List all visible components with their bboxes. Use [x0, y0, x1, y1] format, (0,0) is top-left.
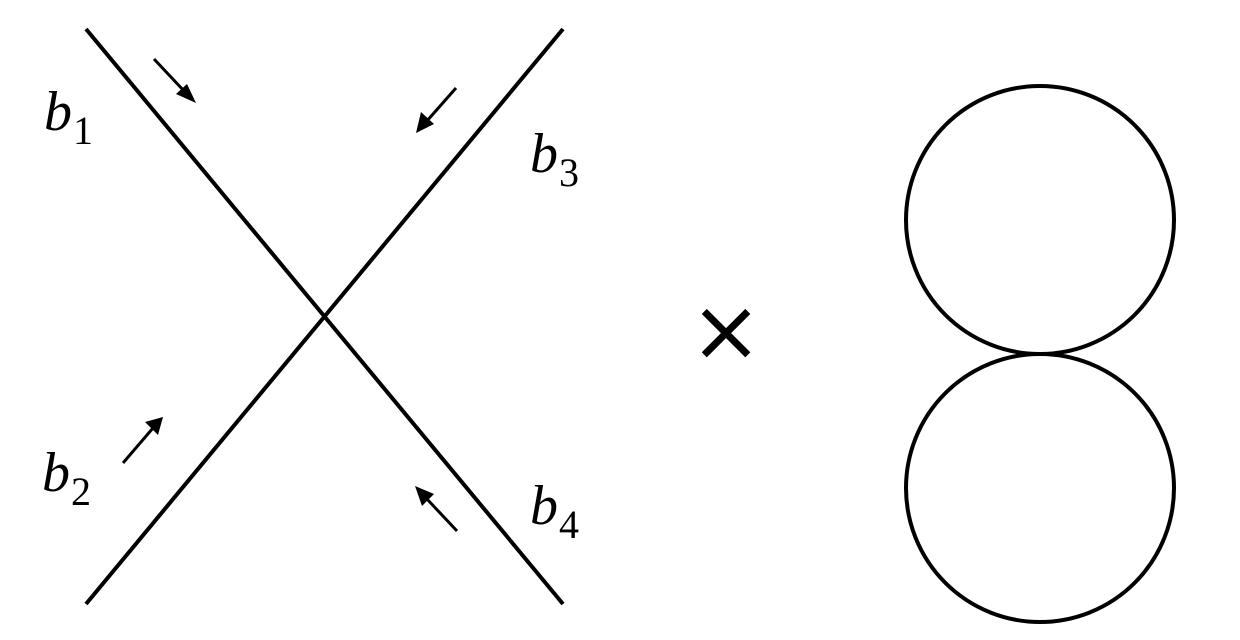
arrow-b4-icon [415, 486, 459, 533]
label-b2-var: b [42, 442, 70, 504]
lower-loop [904, 352, 1176, 624]
label-b1-sub: 1 [73, 108, 93, 153]
arrow-b2-icon [121, 417, 163, 464]
label-b4: b4 [530, 475, 579, 545]
label-b1: b1 [44, 81, 93, 151]
upper-loop [904, 84, 1176, 356]
label-b3-var: b [530, 123, 558, 185]
propagator-line-b3-b2 [84, 27, 565, 606]
label-b2: b2 [42, 442, 91, 512]
arrow-b3-icon [416, 87, 458, 133]
label-b3-sub: 3 [559, 150, 579, 195]
label-b4-sub: 4 [559, 502, 579, 547]
label-b4-var: b [530, 475, 558, 537]
label-b2-sub: 2 [71, 469, 91, 514]
arrow-b1-icon [152, 57, 196, 103]
label-b3: b3 [530, 123, 579, 193]
times-operator: × [690, 281, 763, 381]
label-b1-var: b [44, 81, 72, 143]
